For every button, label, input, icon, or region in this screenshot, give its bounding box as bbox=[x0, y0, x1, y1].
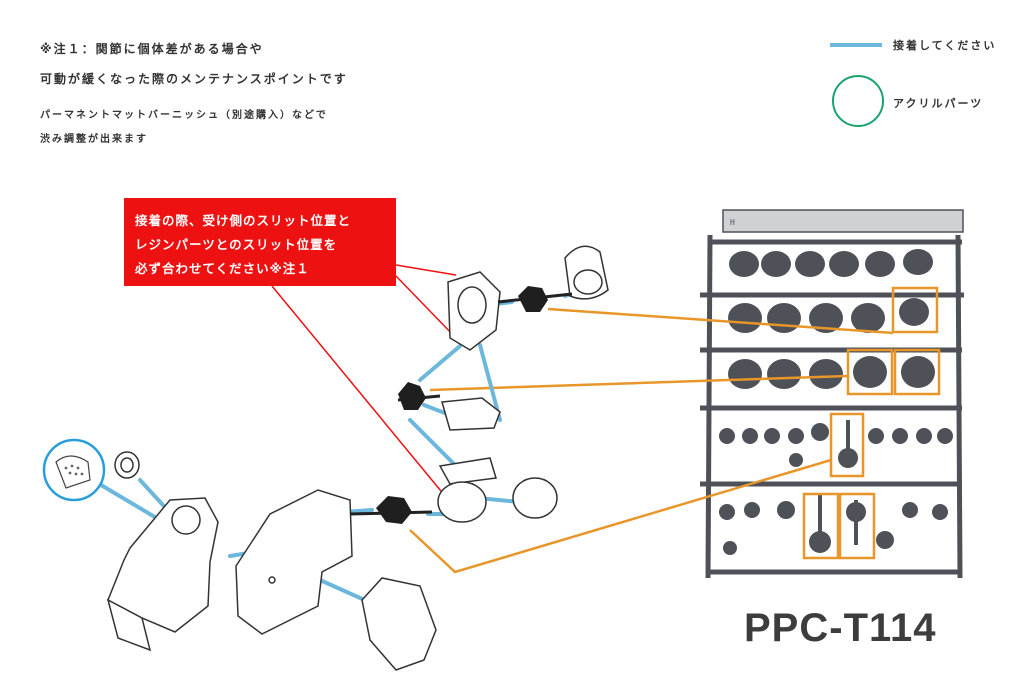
note-line-2: 可動が緩くなった際のメンテナンスポイントです bbox=[40, 72, 348, 86]
connector-1 bbox=[518, 286, 548, 312]
highlight-boxes bbox=[802, 286, 941, 560]
acrylic-disc bbox=[512, 477, 558, 519]
black-connectors bbox=[349, 286, 573, 524]
housing-part-right bbox=[361, 577, 437, 671]
connector-3 bbox=[376, 496, 412, 524]
connector-2 bbox=[398, 382, 426, 410]
red-leaders bbox=[271, 264, 457, 503]
warning-line-2: レジンパーツとのスリット位置を bbox=[135, 237, 338, 252]
highlight-box-6 bbox=[838, 492, 876, 560]
joint-part-3 bbox=[438, 457, 497, 485]
highlight-box-1 bbox=[891, 286, 939, 334]
legend-acrylic-circle bbox=[832, 75, 884, 127]
joint-part-2 bbox=[441, 397, 501, 431]
acrylic-callout bbox=[42, 438, 106, 502]
parts-lineart bbox=[106, 245, 609, 671]
legend-acrylic-label: アクリルパーツ bbox=[893, 97, 984, 110]
runner-engraving: H bbox=[730, 218, 735, 227]
model-number: PPC-T114 bbox=[744, 606, 937, 650]
warning-line-3: 必ず合わせてください※注１ bbox=[135, 261, 310, 276]
note-line-1: ※注１：関節に個体差がある場合や bbox=[40, 42, 264, 56]
highlight-box-4 bbox=[829, 412, 865, 478]
orange-leaders bbox=[409, 307, 894, 574]
highlight-box-3 bbox=[893, 348, 941, 396]
note-line-4: 渋み調整が出来ます bbox=[40, 134, 148, 145]
warning-box: 接着の際、受け側のスリット位置と レジンパーツとのスリット位置を 必ず合わせてく… bbox=[124, 198, 396, 286]
note-line-3: パーマネントマットバーニッシュ（別途購入）などで bbox=[40, 110, 328, 121]
housing-part-middle bbox=[235, 489, 353, 635]
highlight-box-2 bbox=[846, 348, 894, 396]
warning-line-1: 接着の際、受け側のスリット位置と bbox=[135, 213, 352, 228]
highlight-box-5 bbox=[802, 492, 840, 560]
legend-glue-label: 接着してください bbox=[893, 39, 997, 52]
